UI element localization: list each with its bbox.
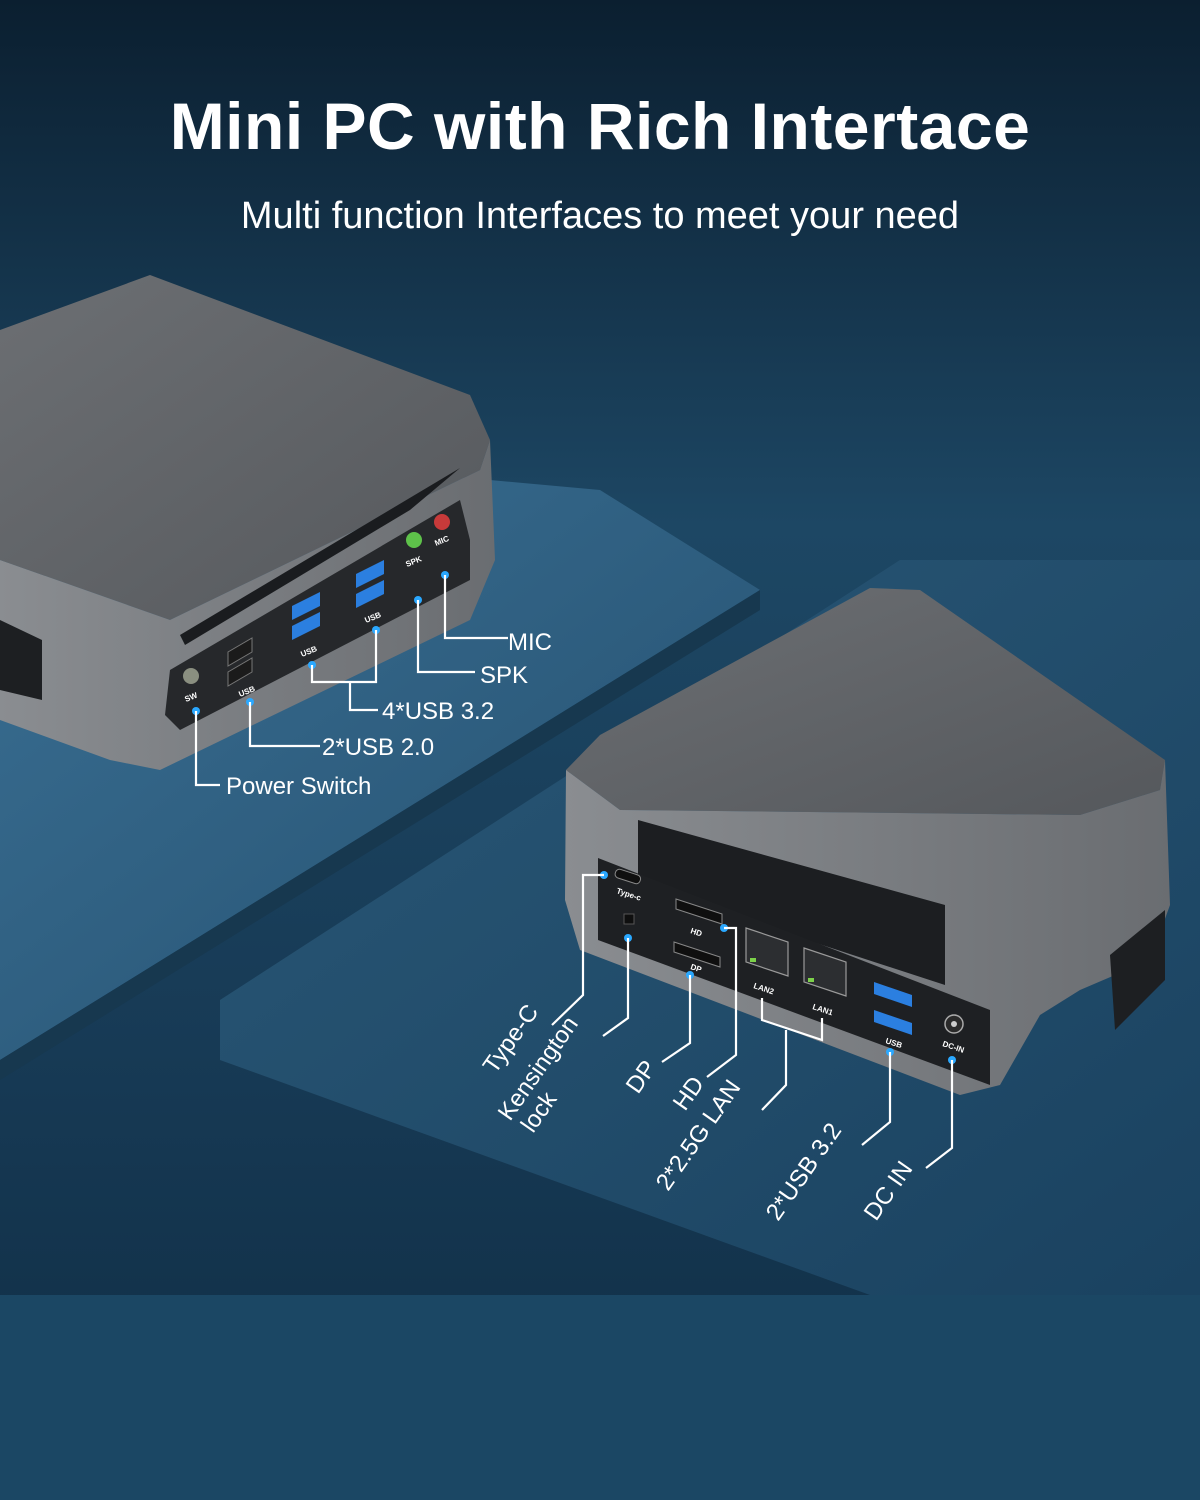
mic-jack[interactable] <box>434 514 450 530</box>
lan-bracket <box>760 998 824 1042</box>
lan2-port[interactable] <box>745 927 789 977</box>
headline: Mini PC with Rich Intertace <box>169 89 1031 163</box>
rear-mini-pc: Type-c HD DP LAN2 LAN1 USB DC-IN <box>565 588 1170 1095</box>
front-device-top <box>0 275 490 620</box>
usb32-port-2[interactable] <box>292 612 320 640</box>
floor <box>0 1295 1200 1500</box>
power-leader-line <box>194 711 220 787</box>
hd-leader-line <box>706 926 738 1078</box>
typec-port[interactable] <box>614 868 642 885</box>
usb32-port-4[interactable] <box>356 580 384 608</box>
usb32-port-1[interactable] <box>292 592 320 620</box>
lan1-port[interactable] <box>803 947 847 997</box>
hd-port-label: HD <box>689 926 703 938</box>
usb32-bracket <box>310 630 378 684</box>
usb20-callout: 2*USB 2.0 <box>322 734 434 761</box>
hd-port[interactable] <box>675 898 723 925</box>
usb20-port-1[interactable] <box>227 637 253 667</box>
usb20-port-2[interactable] <box>227 657 253 687</box>
usb32-port-3[interactable] <box>356 560 384 588</box>
rear-usb32-port-2[interactable] <box>874 1010 912 1035</box>
dp-port[interactable] <box>673 941 721 968</box>
side-vent <box>0 620 42 700</box>
front-callout-lines <box>192 571 508 787</box>
subheadline: Multi function Interfaces to meet your n… <box>240 195 960 237</box>
typec-leader-line <box>551 873 604 1026</box>
dp-port-label: DP <box>689 962 703 974</box>
dp-leader-line <box>661 975 692 1063</box>
front-mini-pc: SW USB USB USB SPK MIC <box>0 275 495 770</box>
rear-usb32-port-1[interactable] <box>874 982 912 1007</box>
power-button[interactable] <box>183 668 199 684</box>
mic-callout: MIC <box>508 629 552 656</box>
rear-side-vent <box>1110 910 1165 1030</box>
power-switch-callout: Power Switch <box>226 773 371 800</box>
kensington-leader-line <box>602 938 630 1037</box>
mic-leader-line <box>443 575 508 640</box>
rear-device-top <box>566 588 1165 815</box>
dc-in-leader-line <box>925 1060 954 1169</box>
spk-leader-line <box>416 600 475 674</box>
rear-usb32-leader-line <box>861 1052 892 1146</box>
rear-vent-grille <box>638 820 945 985</box>
usb32-callout: 4*USB 3.2 <box>382 698 494 725</box>
usb32-leader-line <box>348 682 378 712</box>
spk-callout: SPK <box>480 662 528 689</box>
usb20-leader-line <box>248 702 320 748</box>
rear-callout-lines <box>551 871 956 1169</box>
spk-jack[interactable] <box>406 532 422 548</box>
lan-leader-line <box>761 1030 788 1111</box>
kensington-slot[interactable] <box>623 913 635 925</box>
